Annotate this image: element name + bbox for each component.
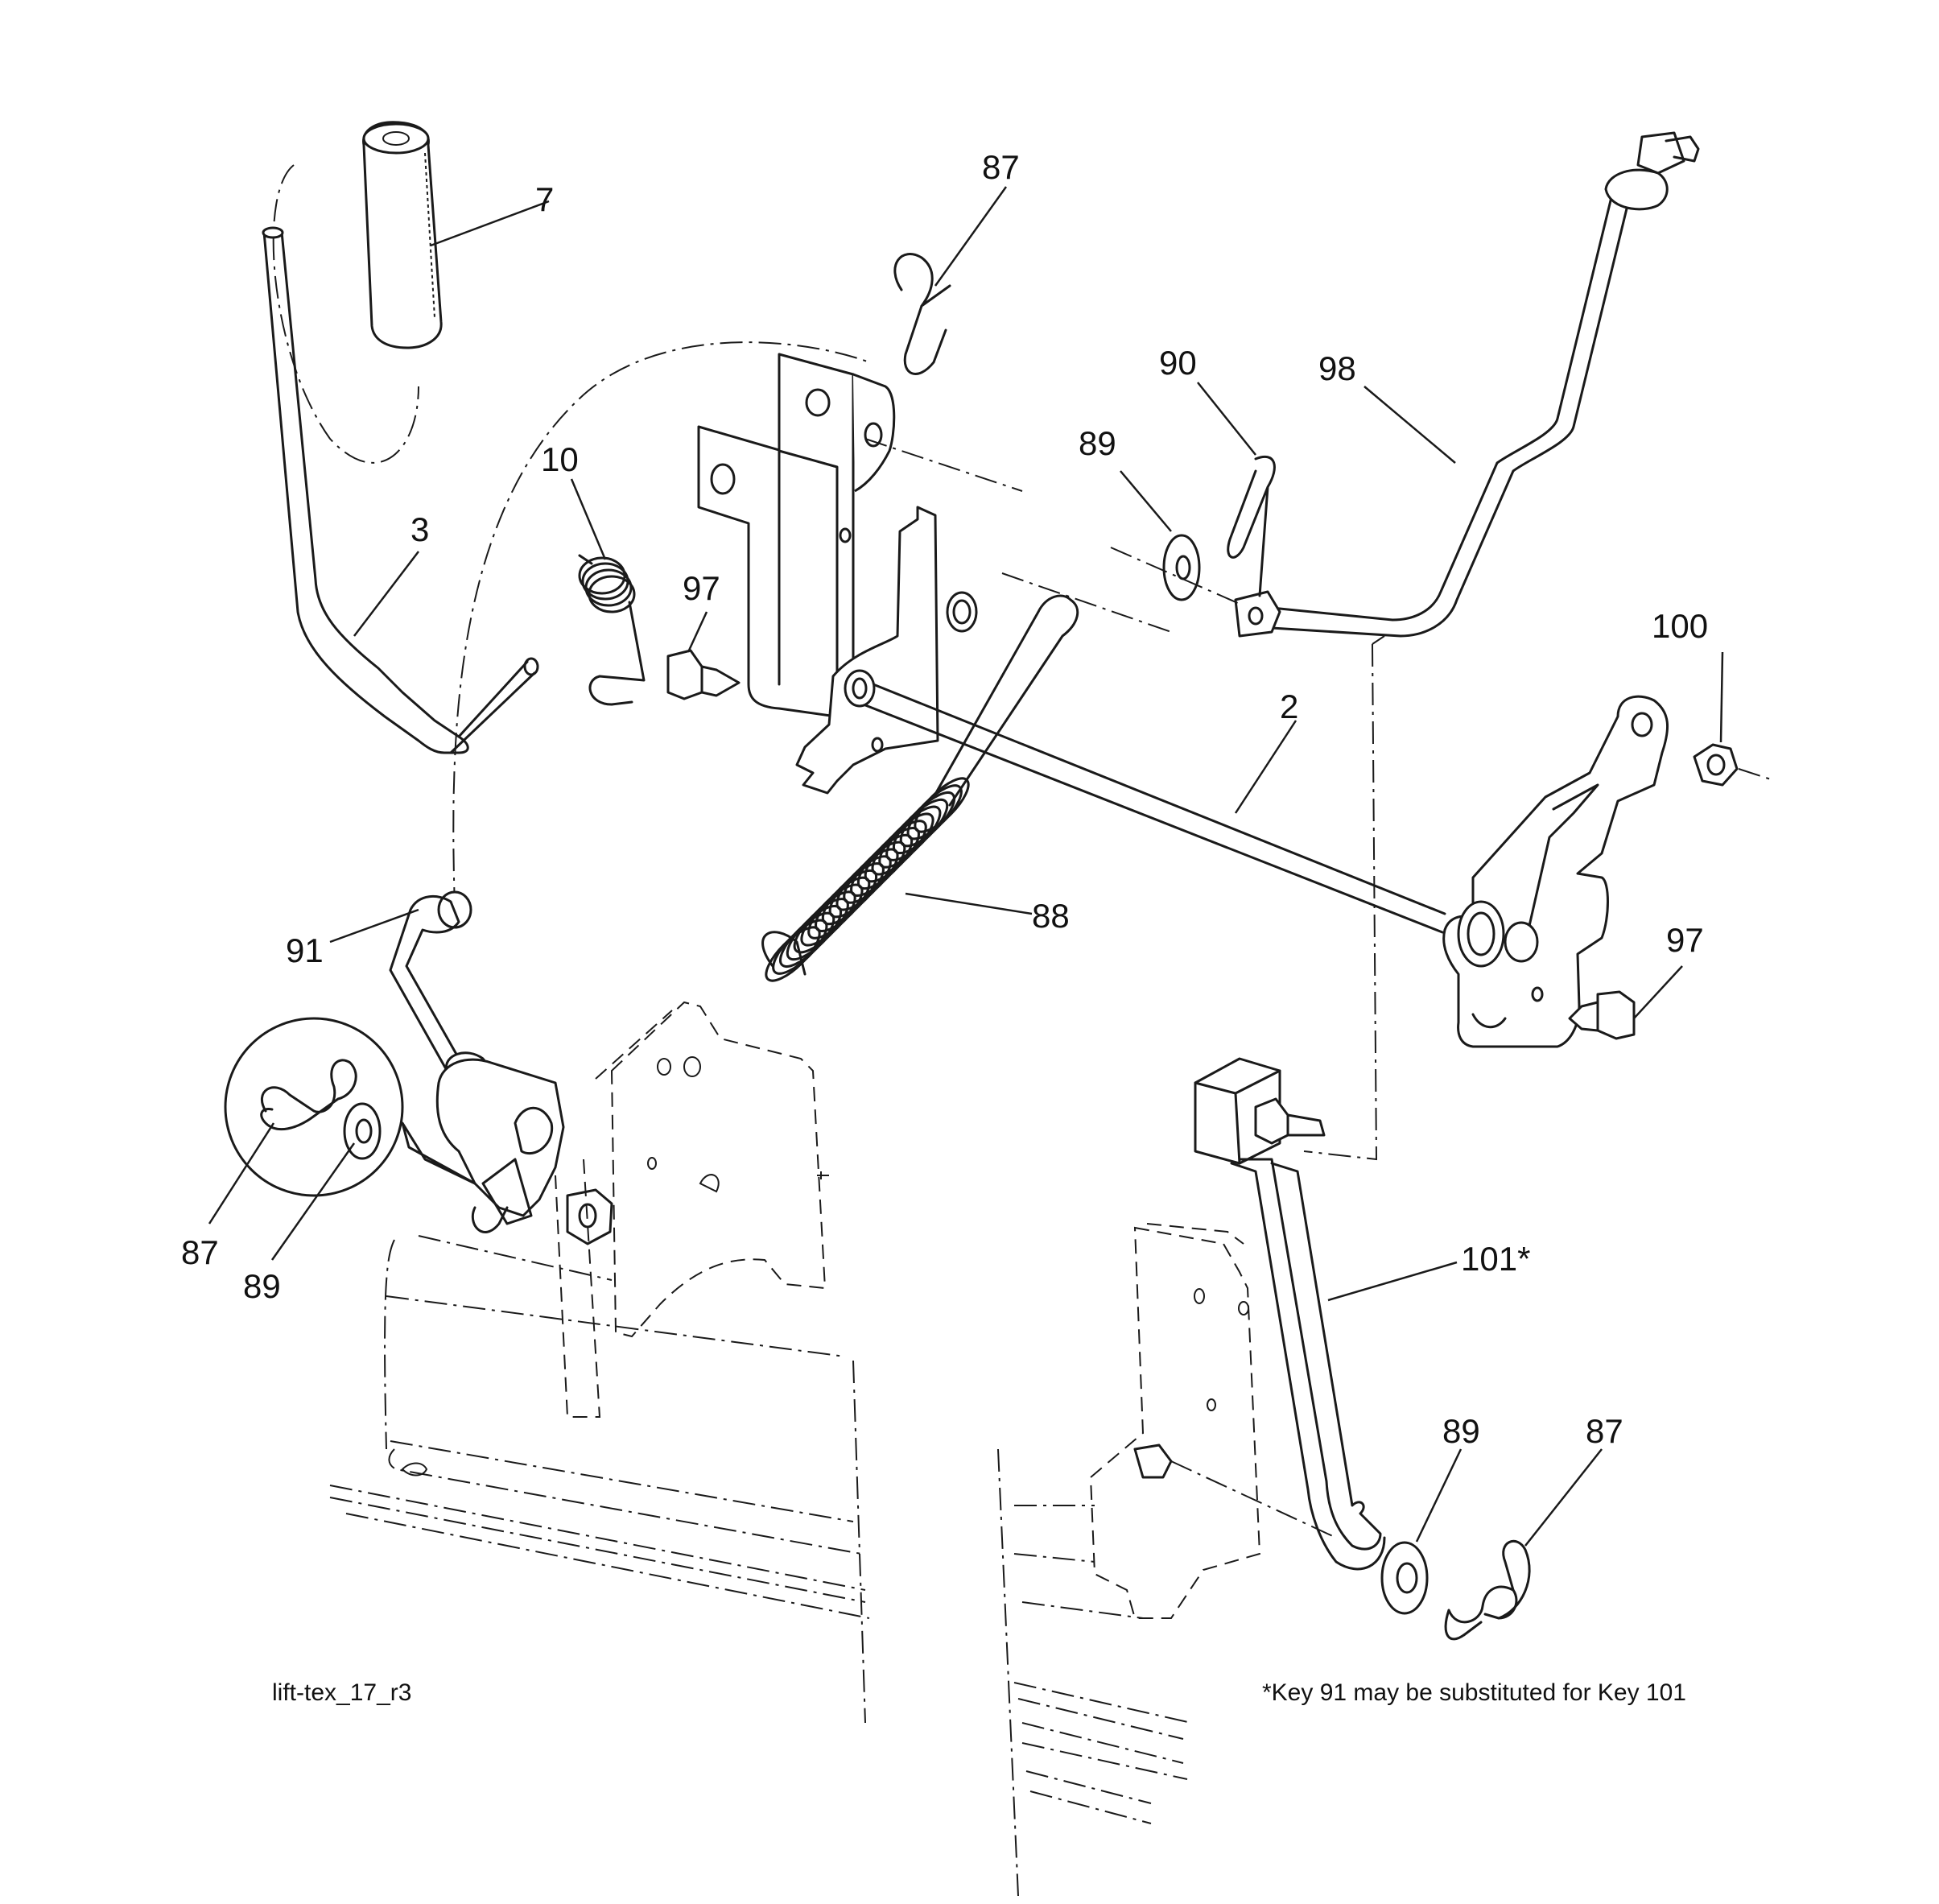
callout-2: 2 (1280, 688, 1298, 725)
lift-lever-part-3 (262, 226, 539, 754)
footnote-caption: *Key 91 may be substituted for Key 101 (1262, 1679, 1686, 1706)
lift-bracket (697, 353, 896, 726)
callout-87-inset: 87 (181, 1233, 219, 1271)
callout-89-inset: 89 (243, 1267, 281, 1305)
callout-87-top: 87 (982, 148, 1020, 186)
lift-link-rod-part-98 (1234, 131, 1700, 638)
callout-87-bottom: 87 (1586, 1412, 1623, 1450)
callout-10: 10 (541, 440, 579, 478)
handle-grip-part-7 (362, 121, 443, 349)
callout-97-right: 97 (1666, 921, 1704, 959)
deck-hanger-phantom-right (1089, 1223, 1337, 1619)
torsion-spring-part-10 (578, 554, 646, 706)
leader-lines (208, 186, 1724, 1547)
callout-98: 98 (1318, 349, 1356, 387)
left-hanger-bracket (435, 1058, 613, 1245)
grip-phantom-arc (272, 164, 419, 464)
callout-91: 91 (286, 931, 324, 969)
hairpin-clip-top-part-87 (893, 253, 951, 375)
callout-89-top: 89 (1079, 424, 1116, 462)
hairpin-clip-part-90 (1227, 456, 1276, 597)
flat-washer-top-part-89 (1162, 534, 1201, 601)
washer-axis-top (1110, 547, 1240, 605)
lift-shaft-part-2 (844, 669, 1446, 934)
callout-88: 88 (1032, 897, 1070, 935)
drawing-id-caption: lift-tex_17_r3 (272, 1679, 411, 1706)
callout-97-left: 97 (683, 569, 720, 607)
deck-hanger-phantom-left (555, 1001, 829, 1418)
callout-100: 100 (1652, 607, 1708, 645)
shoulder-bolt-right-part-97 (1568, 990, 1636, 1040)
mower-deck-phantom-right (997, 1448, 1192, 1897)
phantom-guide-right (864, 438, 1385, 1161)
callout-90: 90 (1159, 344, 1197, 382)
lift-arm-right (1442, 695, 1669, 1048)
callout-101: 101* (1461, 1240, 1530, 1278)
extension-spring-part-88 (761, 594, 1079, 982)
callout-labels: 7 87 90 98 89 10 3 97 100 2 88 91 97 87 … (181, 148, 1708, 1450)
lever-phantom-arc (452, 341, 870, 911)
shoulder-bolt-left-part-97 (666, 649, 741, 700)
hex-nut-part-100 (1693, 743, 1739, 787)
callout-7: 7 (535, 180, 554, 218)
flat-washer-bottom-part-89 (1380, 1541, 1429, 1615)
nut-axis (1738, 768, 1772, 780)
callout-89-bottom: 89 (1442, 1412, 1480, 1450)
pivot-plate (795, 506, 978, 795)
mower-deck-phantom-left (329, 1235, 870, 1724)
callout-3: 3 (410, 510, 429, 548)
hairpin-clip-bottom-part-87 (1444, 1539, 1531, 1641)
lift-link-alt-part-101 (1194, 1057, 1386, 1571)
